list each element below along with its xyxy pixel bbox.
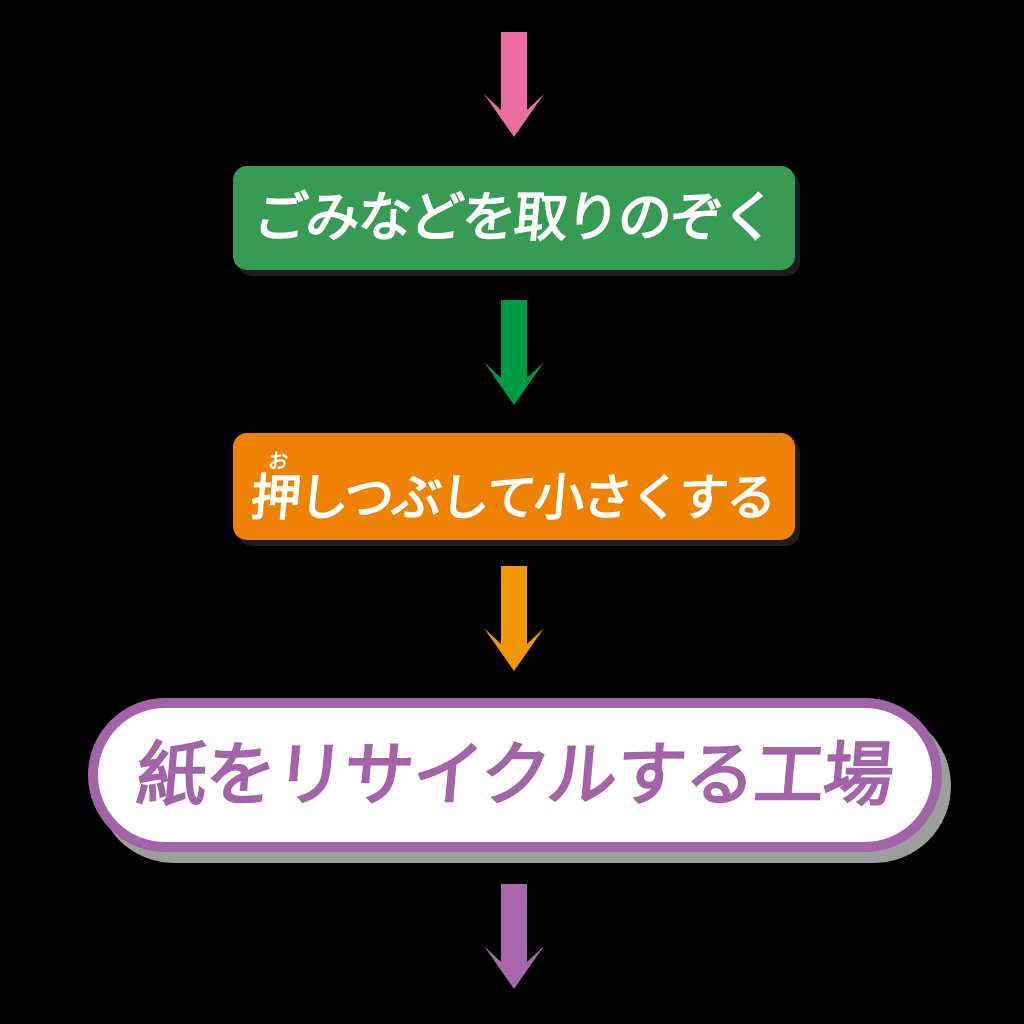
down-arrow-icon — [484, 300, 544, 405]
down-arrow-icon — [484, 884, 544, 989]
ruby-annotated-kanji: 押お — [248, 449, 304, 527]
flow-node-recycle-factory: 紙をリサイクルする工場 — [88, 698, 942, 852]
ruby-base: 押 — [248, 469, 302, 527]
flow-node-remove-debris: ごみなどを取りのぞく — [233, 166, 795, 270]
down-arrow-icon — [484, 32, 544, 137]
flow-node-label: 押おしつぶして小さくする — [249, 449, 779, 527]
down-arrow-shape — [484, 884, 544, 989]
down-arrow-shape — [484, 300, 544, 405]
down-arrow-icon — [484, 566, 544, 671]
down-arrow-shape — [484, 32, 544, 137]
flow-node-label: 紙をリサイクルする工場 — [133, 734, 897, 816]
flow-node-label-rest: しつぶして小さくする — [296, 469, 778, 527]
flow-node-label: ごみなどを取りのぞく — [251, 186, 777, 249]
down-arrow-shape — [484, 566, 544, 671]
flow-node-crush-smaller: 押おしつぶして小さくする — [233, 433, 795, 540]
furigana-label: お — [253, 449, 304, 473]
